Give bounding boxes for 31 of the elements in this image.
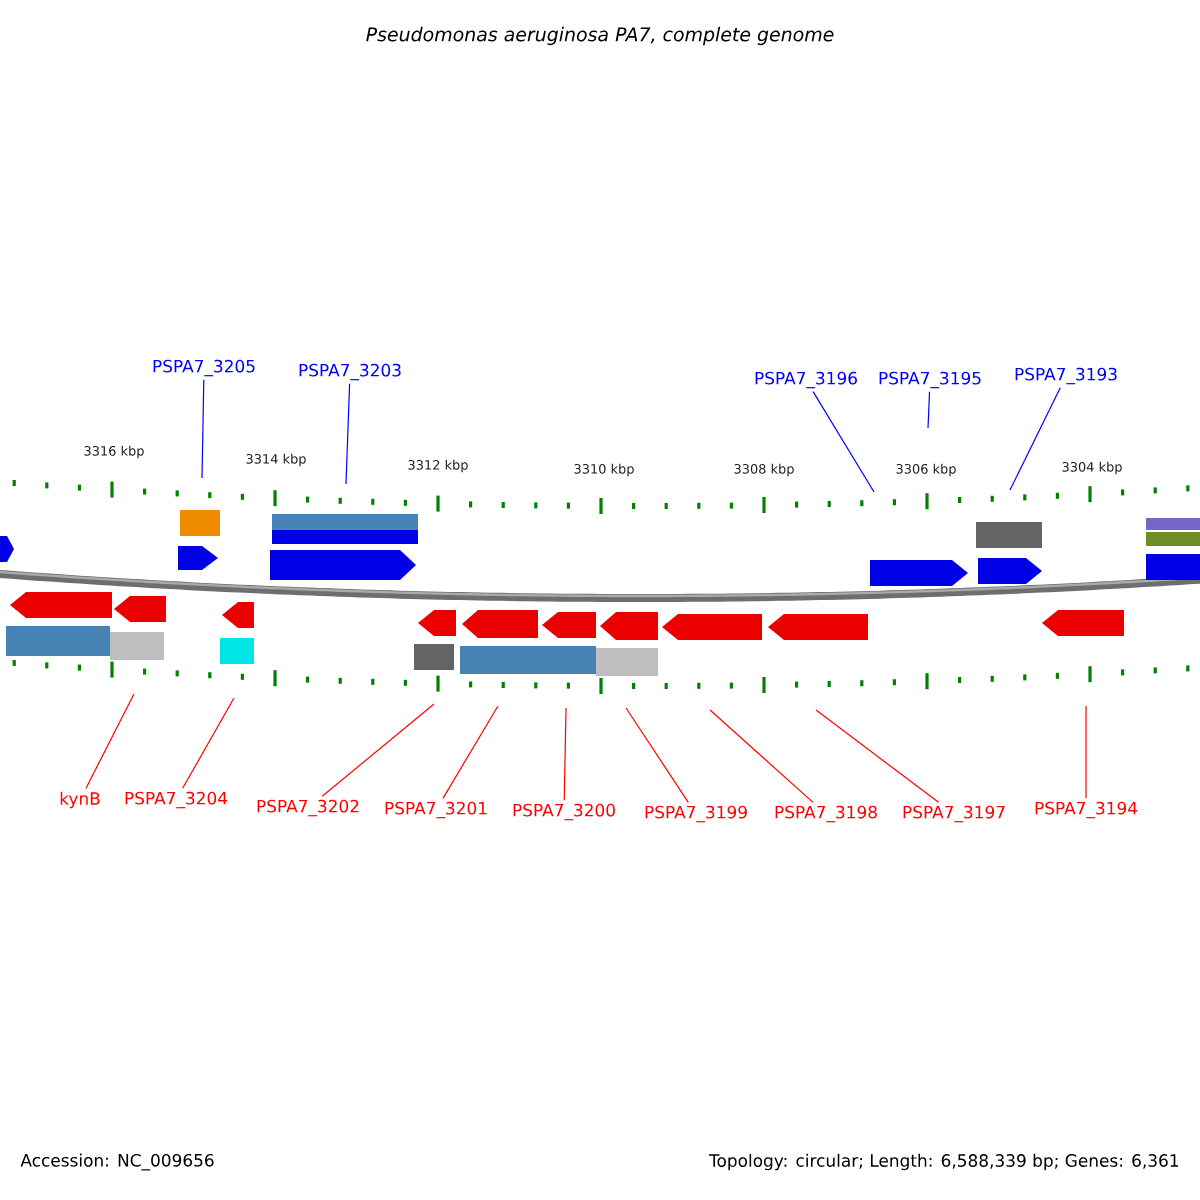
gene-label: PSPA7_3198 bbox=[775, 805, 877, 823]
leader-line bbox=[563, 707, 567, 801]
gene-label: PSPA7_3199 bbox=[645, 805, 747, 823]
leader-line bbox=[182, 697, 235, 789]
gene-label: PSPA7_3194 bbox=[1035, 801, 1138, 819]
gene-label: PSPA7_3196 bbox=[755, 371, 857, 389]
leader-line bbox=[345, 383, 351, 485]
gene-label: PSPA7_3195 bbox=[879, 371, 981, 389]
gene-label: kynB bbox=[60, 791, 100, 809]
leader-line bbox=[442, 705, 499, 799]
leader-line bbox=[1009, 387, 1061, 491]
leader-line bbox=[927, 391, 931, 429]
gene-label: PSPA7_3203 bbox=[299, 363, 401, 381]
gene-label: PSPA7_3205 bbox=[153, 359, 255, 377]
leader-line bbox=[709, 709, 814, 803]
leader-line bbox=[201, 379, 205, 479]
title: Pseudomonas aeruginosa PA7, complete genome bbox=[366, 26, 834, 46]
gene-label: PSPA7_3200 bbox=[513, 803, 615, 821]
leader-line bbox=[1085, 705, 1087, 799]
leader-line bbox=[321, 703, 435, 797]
leader-line bbox=[812, 391, 875, 493]
gene-label: PSPA7_3204 bbox=[125, 791, 228, 809]
genome-info-text: Topology: circular; Length: 6,588,339 bp; Genes: 6,361 bbox=[708, 1153, 1179, 1171]
gene-label: PSPA7_3202 bbox=[257, 799, 359, 817]
gene-label: PSPA7_3197 bbox=[903, 805, 1005, 823]
gene-label: PSPA7_3201 bbox=[385, 801, 487, 819]
accession-text: Accession: NC_009656 bbox=[20, 1153, 214, 1171]
leader-line bbox=[625, 707, 689, 803]
leader-line bbox=[85, 693, 135, 789]
gene-label: PSPA7_3193 bbox=[1015, 367, 1117, 385]
leader-line bbox=[815, 709, 940, 803]
